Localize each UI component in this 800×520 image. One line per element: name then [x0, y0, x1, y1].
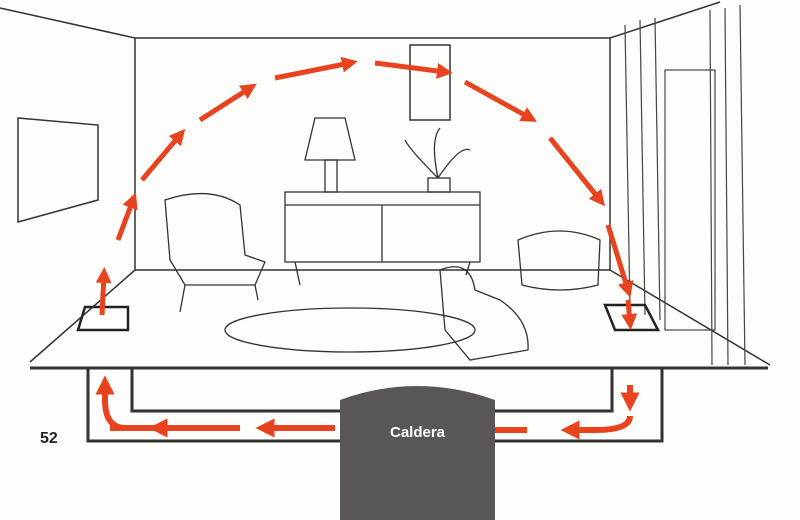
- page-number: 52: [40, 430, 58, 447]
- room-airflow-arrows: [95, 56, 638, 330]
- floor-vents: [76, 303, 661, 332]
- furnace-label: Caldera: [389, 424, 446, 441]
- duct-airflow-arrows: [95, 375, 640, 440]
- furnace: [340, 386, 495, 520]
- room-walls: [0, 1, 771, 366]
- duct-system: [30, 366, 768, 443]
- furniture: [164, 117, 601, 361]
- window-curtains: [624, 4, 746, 366]
